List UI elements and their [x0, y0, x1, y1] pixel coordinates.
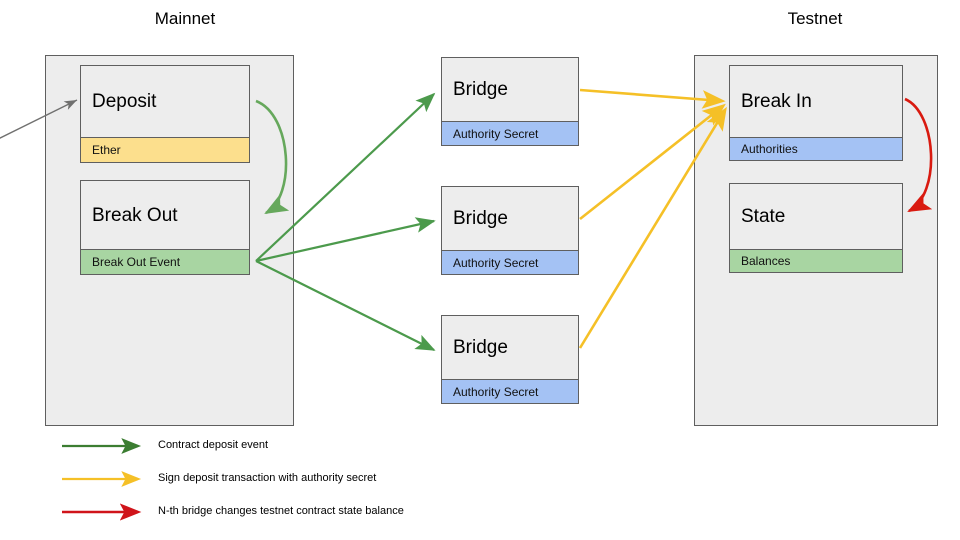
legend-item-contract-deposit-event: Contract deposit event: [60, 435, 660, 468]
card-bridge-3-band-label: Authority Secret: [453, 384, 539, 399]
card-bridge-1-title: Bridge: [453, 79, 508, 100]
card-bridge-3[interactable]: Bridge Authority Secret: [441, 315, 579, 404]
card-deposit-title: Deposit: [92, 91, 157, 112]
card-break-out-band: Break Out Event: [81, 249, 249, 274]
card-bridge-2-band-label: Authority Secret: [453, 255, 539, 270]
legend: Contract deposit event Sign deposit tran…: [60, 435, 660, 534]
legend-arrow-yellow: [62, 471, 142, 487]
card-break-in-title: Break In: [741, 91, 812, 112]
card-bridge-3-title: Bridge: [453, 337, 508, 358]
card-break-out[interactable]: Break Out Break Out Event: [80, 180, 250, 275]
card-deposit-band: Ether: [81, 137, 249, 162]
card-break-in-band-label: Authorities: [741, 142, 798, 156]
legend-arrow-green: [62, 438, 142, 454]
card-bridge-1-band: Authority Secret: [442, 121, 578, 145]
card-state-band-label: Balances: [741, 254, 791, 268]
card-state-body: State: [730, 184, 902, 249]
card-break-out-body: Break Out: [81, 181, 249, 249]
card-deposit[interactable]: Deposit Ether: [80, 65, 250, 163]
testnet-title: Testnet: [787, 9, 843, 28]
card-break-in-body: Break In: [730, 66, 902, 137]
card-state[interactable]: State Balances: [729, 183, 903, 273]
card-state-title: State: [741, 206, 786, 227]
legend-item-nth-bridge-changes-state: N-th bridge changes testnet contract sta…: [60, 501, 660, 534]
legend-label-0: Contract deposit event: [158, 439, 269, 451]
card-state-band: Balances: [730, 249, 902, 272]
card-bridge-2-body: Bridge: [442, 187, 578, 250]
card-break-out-band-label: Break Out Event: [92, 255, 181, 269]
card-bridge-2-title: Bridge: [453, 208, 508, 229]
card-bridge-3-body: Bridge: [442, 316, 578, 379]
card-break-in-band: Authorities: [730, 137, 902, 160]
card-bridge-2-band: Authority Secret: [442, 250, 578, 274]
legend-label-2: N-th bridge changes testnet contract sta…: [158, 505, 404, 517]
card-bridge-3-band: Authority Secret: [442, 379, 578, 403]
mainnet-title: Mainnet: [154, 9, 216, 28]
card-bridge-1[interactable]: Bridge Authority Secret: [441, 57, 579, 146]
card-deposit-body: Deposit: [81, 66, 249, 137]
card-bridge-2[interactable]: Bridge Authority Secret: [441, 186, 579, 275]
card-bridge-1-body: Bridge: [442, 58, 578, 121]
legend-arrow-red: [62, 503, 142, 521]
card-break-in[interactable]: Break In Authorities: [729, 65, 903, 161]
legend-item-sign-deposit-transaction: Sign deposit transaction with authority …: [60, 468, 660, 501]
legend-label-1: Sign deposit transaction with authority …: [158, 472, 377, 484]
card-bridge-1-band-label: Authority Secret: [453, 126, 539, 141]
card-deposit-band-label: Ether: [92, 143, 121, 157]
card-break-out-title: Break Out: [92, 204, 178, 226]
